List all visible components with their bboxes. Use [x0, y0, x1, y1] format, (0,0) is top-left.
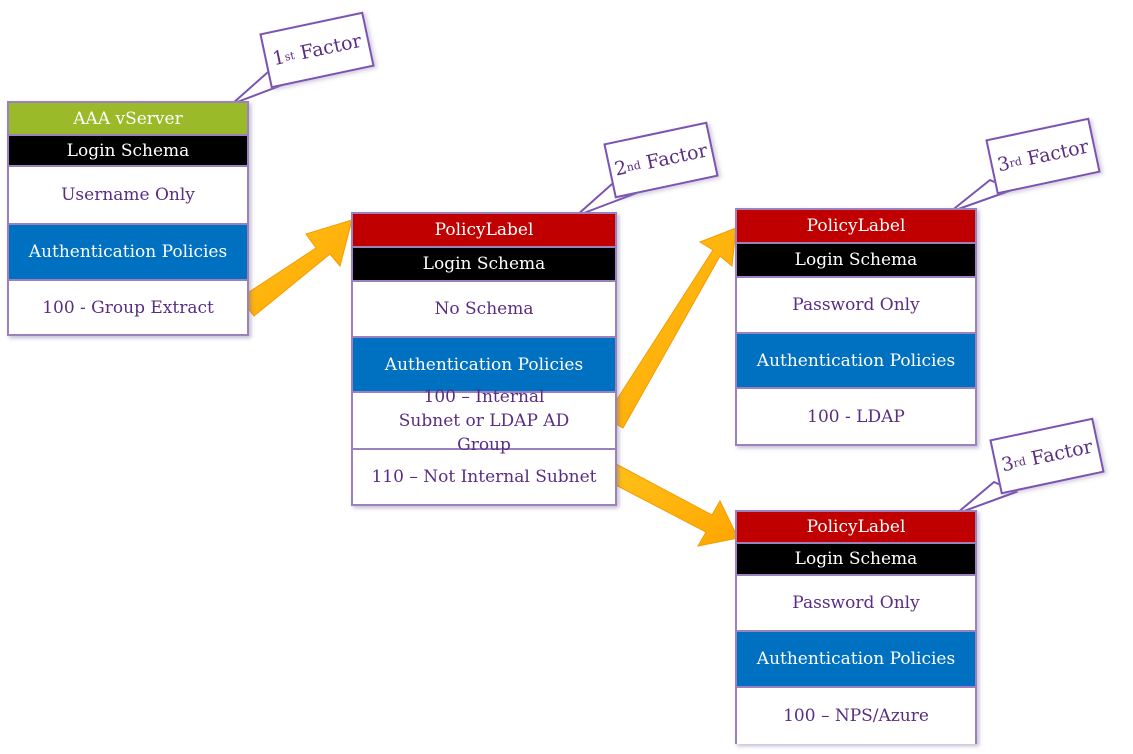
auth-policy-item: 100 – Internal Subnet or LDAP AD Group [353, 387, 615, 455]
policylabel-header: PolicyLabel [737, 210, 975, 244]
login-schema-header: Login Schema [737, 544, 975, 576]
factor-callout-4-sup: rd [1012, 454, 1027, 470]
auth-policy-item: 110 – Not Internal Subnet [353, 450, 615, 504]
aaa-vserver-box: AAA vServer Login Schema Username Only A… [7, 101, 249, 336]
factor-callout-3-label: Factor [1025, 135, 1091, 171]
login-schema-value: Username Only [9, 167, 247, 225]
login-schema-value: Password Only [737, 576, 975, 632]
login-schema-value: Password Only [737, 278, 975, 334]
factor-callout-4-label: Factor [1029, 435, 1095, 471]
factor-callout-1-sup: st [283, 48, 296, 64]
login-schema-value: No Schema [353, 282, 615, 338]
arrow-1-to-2 [239, 219, 353, 317]
auth-policy-item: 100 – NPS/Azure [737, 688, 975, 744]
arrow-2-to-3b [609, 463, 739, 547]
arrow-2-to-3a [604, 227, 737, 429]
auth-policies-header: Authentication Policies [737, 334, 975, 389]
auth-policies-header: Authentication Policies [353, 338, 615, 393]
factor-callout-3-sup: rd [1008, 154, 1023, 170]
aaa-vserver-header: AAA vServer [9, 103, 247, 136]
factor-callout-2-sup: nd [625, 157, 642, 174]
auth-policy-item: 100 - Group Extract [9, 281, 247, 334]
login-schema-header: Login Schema [737, 244, 975, 278]
policylabel-2nd-factor-box: PolicyLabel Login Schema No Schema Authe… [351, 212, 617, 506]
policylabel-3rd-factor-ldap-box: PolicyLabel Login Schema Password Only A… [735, 208, 977, 446]
policylabel-3rd-factor-nps-box: PolicyLabel Login Schema Password Only A… [735, 510, 977, 744]
factor-callout-2-label: Factor [644, 139, 710, 174]
login-schema-header: Login Schema [9, 136, 247, 167]
auth-policies-header: Authentication Policies [737, 632, 975, 688]
policylabel-header: PolicyLabel [353, 214, 615, 248]
policylabel-header: PolicyLabel [737, 512, 975, 544]
auth-policies-header: Authentication Policies [9, 225, 247, 281]
login-schema-header: Login Schema [353, 248, 615, 282]
factor-callout-1-label: Factor [298, 29, 364, 65]
auth-policy-item: 100 - LDAP [737, 389, 975, 444]
